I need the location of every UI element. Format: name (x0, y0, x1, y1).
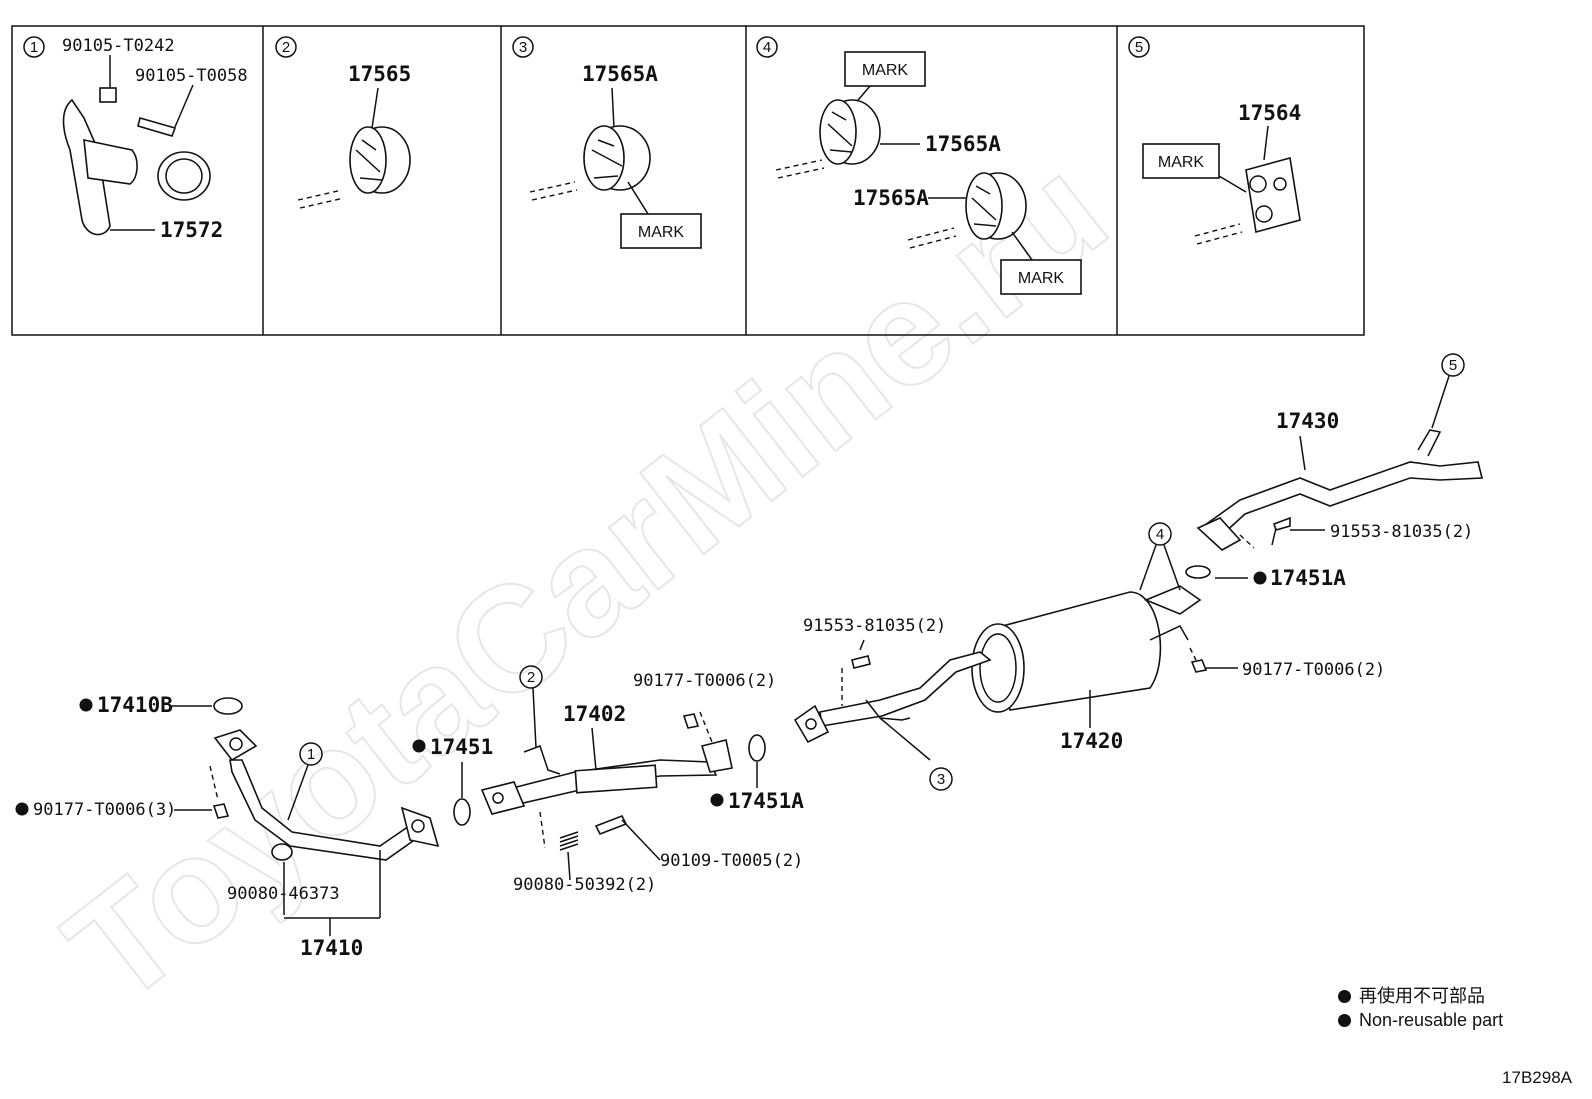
legend: 再使用不可部品 Non-reusable part (1338, 984, 1503, 1032)
bullet-icon (1338, 990, 1351, 1003)
callout-number: 3 (937, 771, 945, 788)
part-label: 17410B (97, 693, 173, 717)
panel-frame (11, 25, 1365, 336)
part-label: 90177-T0006(2) (633, 671, 776, 691)
callout-number: 1 (307, 746, 315, 763)
panel-number: 2 (282, 39, 290, 56)
callout-number: 5 (1449, 357, 1457, 374)
panel-number: 5 (1135, 39, 1143, 56)
callout-number: 4 (1156, 526, 1164, 543)
callout-number: 2 (527, 669, 535, 686)
part-label: 17572 (160, 218, 223, 242)
part-label: 90105-T0058 (135, 66, 248, 86)
part-label: 90080-46373 (227, 884, 340, 904)
mark-label: MARK (862, 62, 909, 79)
panel-number: 4 (763, 39, 771, 56)
center-pipe: 2 17402 90177-T0006(2) 17451A 90109-T000… (480, 665, 804, 895)
panel-1: 1 90105-T0242 90105-T0058 17572 (23, 36, 248, 242)
mark-label: MARK (1158, 154, 1205, 171)
part-label: 17430 (1276, 409, 1339, 433)
gasket-17451A-right: 17451A (1185, 565, 1346, 590)
panel-3: 3 17565A MARK (512, 36, 702, 249)
part-label: 91553-81035(2) (803, 616, 946, 636)
panel-5: 5 17564 MARK (1128, 36, 1301, 245)
muffler: 4 17420 3 91553-81035(2) 90177-T0006(2) (793, 522, 1385, 791)
mark-label: MARK (638, 224, 685, 241)
part-label: 17410 (300, 936, 363, 960)
part-label: 90080-50392(2) (513, 875, 656, 895)
part-label: 90177-T0006(3) (33, 800, 176, 820)
panel-number: 1 (30, 39, 38, 56)
part-label: 17565A (925, 132, 1001, 156)
tail-pipe: 17430 5 91553-81035(2) (1196, 353, 1484, 551)
watermark: ToyotaCarMine.ru (36, 125, 1135, 1036)
part-label: 90105-T0242 (62, 36, 175, 56)
bullet-icon (1338, 1014, 1351, 1027)
part-label: 17565A (853, 186, 929, 210)
part-label: 17451A (1270, 566, 1346, 590)
panel-4: 4 MARK 17565A 17565A MARK (756, 36, 1082, 295)
part-label: 17564 (1238, 101, 1301, 125)
panel-2: 2 17565 (275, 36, 411, 209)
mark-label: MARK (1018, 270, 1065, 287)
diagram-code: 17B298A (1502, 1068, 1572, 1087)
part-label: 17565 (348, 62, 411, 86)
part-label: 17402 (563, 702, 626, 726)
front-pipe: 1 17410B 17451 90177-T0006(3) 90080-4637… (15, 693, 493, 960)
part-label: 17451A (728, 789, 804, 813)
part-label: 90177-T0006(2) (1242, 660, 1385, 680)
legend-en: Non-reusable part (1338, 1008, 1503, 1032)
legend-jp: 再使用不可部品 (1338, 984, 1503, 1008)
part-label: 17420 (1060, 729, 1123, 753)
part-label: 17565A (582, 62, 658, 86)
panel-number: 3 (519, 39, 527, 56)
part-label: 17451 (430, 735, 493, 759)
part-label: 90109-T0005(2) (660, 851, 803, 871)
part-label: 91553-81035(2) (1330, 522, 1473, 542)
